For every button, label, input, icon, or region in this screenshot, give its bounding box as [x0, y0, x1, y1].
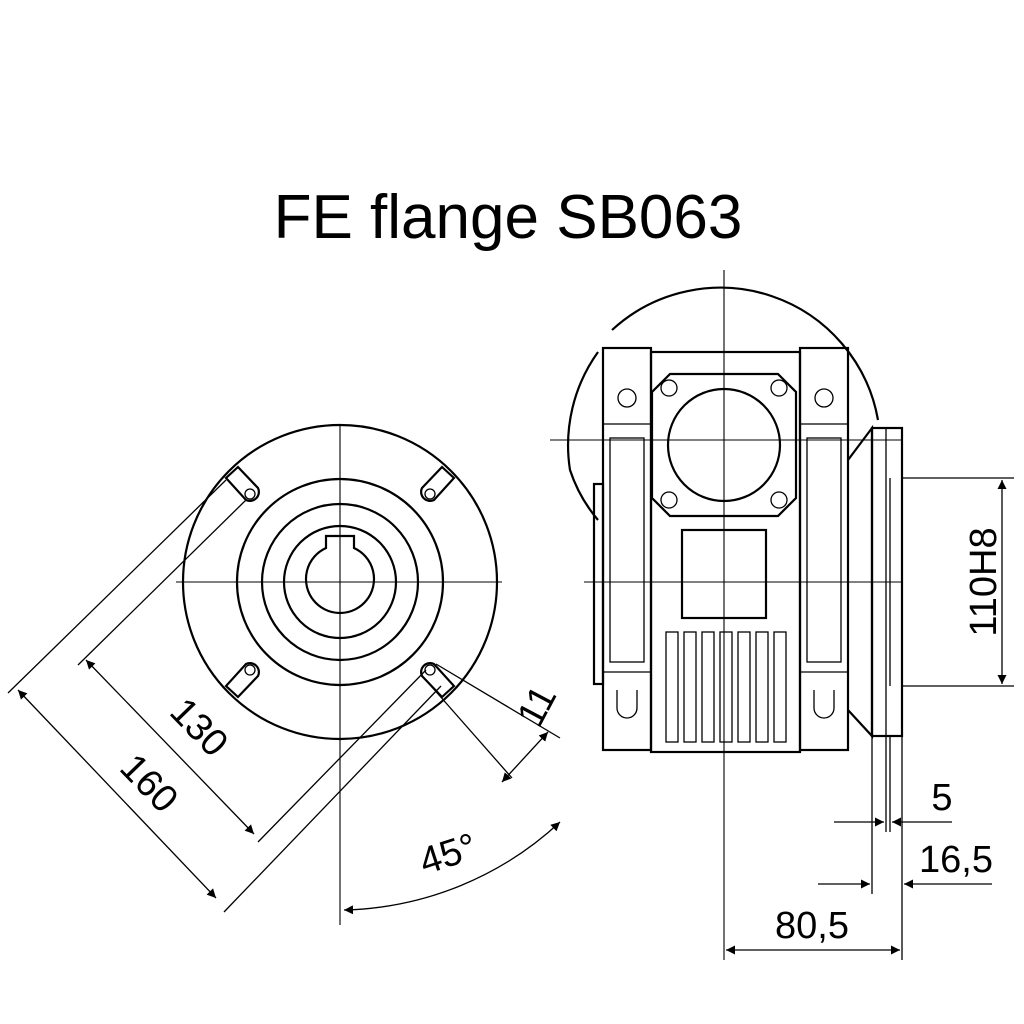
dimension-110h8: 110H8: [902, 477, 1014, 687]
input-flange: [650, 372, 798, 518]
angle-label: 45°: [414, 826, 482, 884]
left-foot-slot-bottom: [616, 690, 638, 719]
bore-with-keyway: [304, 534, 376, 615]
dimension-16-5: 16,5: [818, 736, 993, 960]
mounting-slot-bottom-left: [224, 662, 260, 699]
mounting-slot-top-right: [420, 465, 456, 502]
dimension-80-5-label: 80,5: [775, 905, 849, 947]
flange-front-view: 160 130 11 45°: [7, 423, 566, 925]
gearbox-side-view: 110H8 5 16,5 80,5: [550, 270, 1014, 960]
right-foot-hole-top: [814, 388, 834, 408]
dimension-16-5-label: 16,5: [919, 839, 993, 881]
left-foot-hole-top: [617, 388, 637, 408]
mounting-slot-top-left: [224, 465, 260, 502]
right-foot-slot-bottom: [813, 690, 835, 719]
dimension-angle-45: 45°: [343, 821, 561, 915]
dimension-5-label: 5: [931, 777, 952, 819]
dimension-110h8-label: 110H8: [963, 527, 1005, 636]
dimension-160: 160: [7, 479, 442, 913]
dimension-11: 11: [423, 663, 566, 783]
cooling-fins: [665, 631, 787, 743]
gearbox-body: [649, 350, 802, 754]
dimension-11-label: 11: [510, 679, 566, 734]
dimension-5: 5: [834, 736, 953, 832]
dimension-80-5: 80,5: [726, 905, 900, 955]
mounting-slot-bottom-right: [420, 662, 456, 699]
drawing-title: FE flange SB063: [274, 183, 743, 252]
dimension-160-label: 160: [112, 746, 186, 821]
dimension-130-label: 130: [162, 690, 236, 765]
left-side-boss: [592, 482, 605, 686]
wheel-housing-arc: [611, 286, 880, 421]
